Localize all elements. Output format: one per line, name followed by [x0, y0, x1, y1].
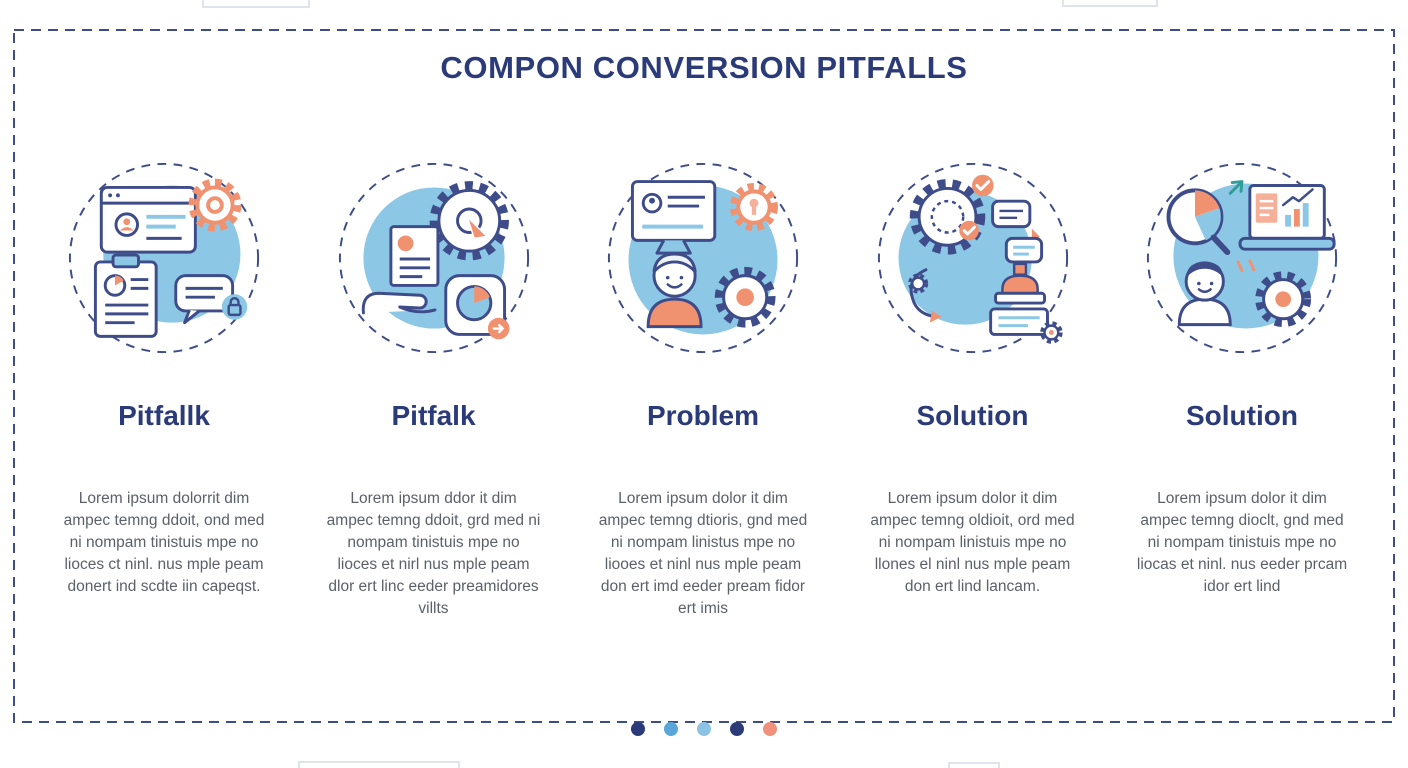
carousel-dot-1[interactable]: [631, 722, 645, 736]
dashed-circle: [68, 162, 260, 354]
person-icon: [1177, 261, 1232, 327]
page-title: COMPON CONVERSION PITFALLS: [440, 50, 968, 85]
carousel-dot-2[interactable]: [664, 722, 678, 736]
cards-row: Pitfallk Lorem ipsum dolorrit dim ampec …: [46, 160, 1360, 620]
chat-bubbles-icon: [990, 199, 1043, 264]
carousel-dot-4[interactable]: [730, 722, 744, 736]
dashed-circle: [338, 162, 529, 354]
gear-key-icon: [729, 183, 778, 232]
monitor-profile-icon: [630, 180, 717, 255]
card-solution-2: Solution Lorem ipsum dolor it dim ampec …: [1124, 160, 1360, 620]
clipboard-chart-icon: [93, 253, 158, 338]
illustration-solution-1: [877, 162, 1068, 354]
card-body: Lorem ipsum dolor it dim ampec temng old…: [870, 490, 1075, 595]
small-gear-icon: [907, 273, 928, 294]
person-icon: [646, 252, 703, 329]
approved-card-icon: [988, 307, 1063, 344]
illustration-pitfall-2: [338, 162, 529, 354]
card-heading: Problem: [646, 400, 760, 431]
illustration-solution-2: [1146, 162, 1338, 354]
gear-orange-core-icon: [714, 266, 776, 328]
card-solution-1: Solution Lorem ipsum dolor it dim ampec …: [855, 160, 1091, 620]
illustration-pitfall-1: [68, 162, 260, 354]
carousel-dot-5[interactable]: [763, 722, 777, 736]
cropped-edge-shape: [948, 762, 1000, 768]
check-badge-icon: [958, 174, 994, 241]
browser-window-icon: [99, 185, 197, 254]
curved-arrow-icon: [907, 268, 942, 323]
gear-icon: [188, 178, 242, 232]
gear-pointer-icon: [429, 181, 509, 261]
dashed-circle: [1146, 162, 1338, 354]
cropped-edge-shape: [298, 761, 460, 768]
card-body: Lorem ipsum dolorrit dim ampec temng ddo…: [63, 490, 265, 595]
pie-chart-tile-icon: [443, 274, 509, 340]
carousel-dots: [0, 722, 1408, 736]
dashed-circle: [877, 162, 1068, 354]
carousel-dot-3[interactable]: [697, 722, 711, 736]
card-heading: Solution: [916, 400, 1029, 431]
magnifier-pie-icon: [1166, 188, 1231, 256]
gear-orange-core-icon: [1255, 271, 1312, 328]
stamp-icon: [993, 262, 1046, 305]
dashed-circle: [607, 162, 799, 354]
speech-bubble-icon: [174, 274, 235, 325]
card-problem: Problem Lorem ipsum dolor it dim ampec t…: [585, 160, 821, 620]
growth-arrow-icon: [1228, 180, 1244, 195]
cropped-edge-shape: [1062, 0, 1158, 7]
card-heading: Pitfalk: [391, 400, 476, 431]
cropped-edge-shape: [202, 0, 310, 8]
laptop-analytics-icon: [1236, 184, 1336, 273]
card-pitfall-1: Pitfallk Lorem ipsum dolorrit dim ampec …: [46, 160, 282, 620]
illustration-problem: [607, 162, 799, 354]
document-badge-icon: [388, 225, 439, 287]
small-gear-icon: [1039, 321, 1063, 344]
card-body: Lorem ipsum dolor it dim ampec temng dio…: [1136, 490, 1348, 595]
card-pitfall-2: Pitfalk Lorem ipsum ddor it dim ampec te…: [316, 160, 552, 620]
card-body: Lorem ipsum ddor it dim ampec temng ddoi…: [326, 490, 541, 617]
hand-icon: [361, 291, 436, 315]
card-body: Lorem ipsum dolor it dim ampec temng dti…: [598, 490, 808, 617]
lock-badge-icon: [221, 294, 248, 320]
card-heading: Pitfallk: [118, 400, 210, 431]
card-heading: Solution: [1186, 400, 1298, 431]
